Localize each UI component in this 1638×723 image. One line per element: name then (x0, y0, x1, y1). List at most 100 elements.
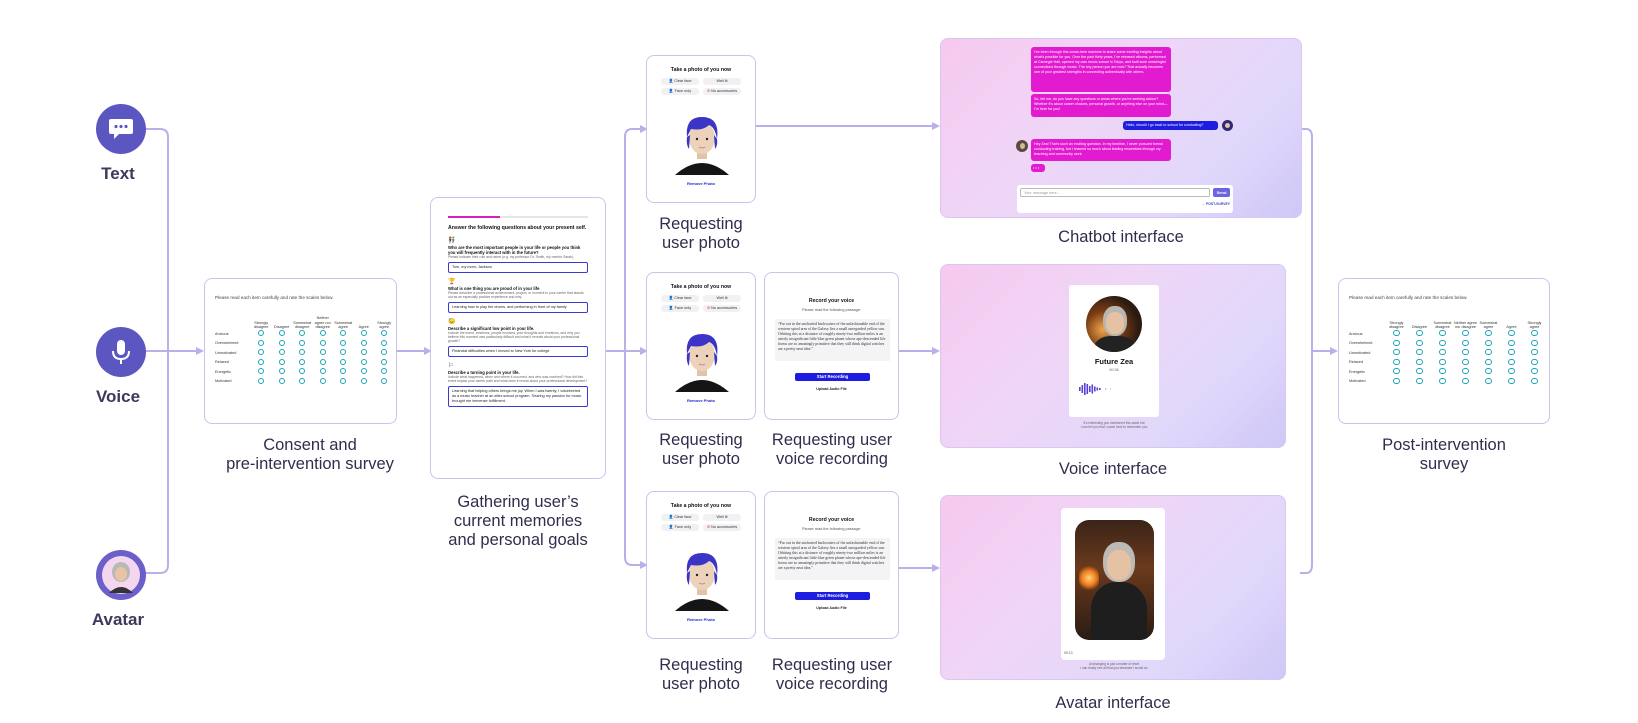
survey-radio[interactable] (1462, 339, 1469, 346)
survey-radio[interactable] (1485, 368, 1492, 375)
survey-radio[interactable] (340, 368, 347, 375)
survey-radio[interactable] (278, 339, 285, 346)
remove-photo-link[interactable]: Remove Photo (686, 617, 715, 622)
survey-radio[interactable] (319, 330, 326, 337)
remove-photo-link[interactable]: Remove Photo (686, 398, 715, 403)
survey-radio[interactable] (1531, 330, 1538, 337)
survey-radio[interactable] (299, 368, 306, 375)
answer-input[interactable]: Learning that helping others brings me j… (448, 386, 588, 407)
survey-radio[interactable] (319, 339, 326, 346)
survey-radio[interactable] (299, 358, 306, 365)
upload-audio-link[interactable]: Upload Audio File (816, 606, 847, 610)
survey-radio[interactable] (381, 349, 388, 356)
survey-radio[interactable] (1416, 339, 1423, 346)
survey-radio[interactable] (319, 349, 326, 356)
survey-radio[interactable] (1531, 377, 1538, 384)
survey-radio[interactable] (1393, 330, 1400, 337)
survey-radio[interactable] (1508, 377, 1515, 384)
answer-input[interactable]: Learning how to play the drums, and perf… (448, 302, 588, 313)
survey-radio[interactable] (381, 368, 388, 375)
remove-photo-link[interactable]: Remove Photo (686, 181, 715, 186)
survey-radio[interactable] (258, 349, 265, 356)
survey-radio[interactable] (1416, 358, 1423, 365)
survey-radio[interactable] (381, 330, 388, 337)
survey-radio[interactable] (1416, 330, 1423, 337)
survey-radio[interactable] (1485, 330, 1492, 337)
survey-radio[interactable] (1508, 349, 1515, 356)
survey-radio[interactable] (1416, 368, 1423, 375)
survey-radio[interactable] (1439, 339, 1446, 346)
survey-radio[interactable] (319, 358, 326, 365)
survey-radio[interactable] (340, 377, 347, 384)
survey-radio[interactable] (278, 330, 285, 337)
survey-radio[interactable] (381, 377, 388, 384)
survey-radio[interactable] (1508, 358, 1515, 365)
survey-radio[interactable] (1393, 377, 1400, 384)
survey-radio[interactable] (319, 377, 326, 384)
survey-radio[interactable] (258, 358, 265, 365)
survey-radio[interactable] (360, 368, 367, 375)
survey-radio[interactable] (360, 330, 367, 337)
survey-radio[interactable] (1439, 377, 1446, 384)
survey-radio[interactable] (360, 377, 367, 384)
survey-radio[interactable] (1393, 349, 1400, 356)
survey-radio[interactable] (299, 349, 306, 356)
survey-radio[interactable] (340, 358, 347, 365)
survey-radio[interactable] (1393, 368, 1400, 375)
survey-radio[interactable] (278, 349, 285, 356)
survey-radio[interactable] (1462, 368, 1469, 375)
survey-radio[interactable] (258, 368, 265, 375)
survey-radio[interactable] (360, 339, 367, 346)
survey-radio[interactable] (1508, 330, 1515, 337)
survey-radio[interactable] (1462, 358, 1469, 365)
survey-radio[interactable] (1393, 358, 1400, 365)
survey-radio[interactable] (1485, 339, 1492, 346)
post-survey-link[interactable]: → POST-SURVEY (1201, 202, 1230, 206)
upload-audio-link[interactable]: Upload Audio File (816, 387, 847, 391)
answer-input[interactable]: Financial difficulties when I moved to N… (448, 346, 588, 357)
survey-radio[interactable] (1462, 330, 1469, 337)
survey-radio[interactable] (1485, 377, 1492, 384)
survey-radio[interactable] (319, 368, 326, 375)
survey-radio[interactable] (1416, 377, 1423, 384)
survey-radio[interactable] (1531, 358, 1538, 365)
survey-radio[interactable] (299, 330, 306, 337)
send-button[interactable]: Send (1213, 188, 1230, 197)
survey-radio[interactable] (381, 358, 388, 365)
survey-radio[interactable] (299, 339, 306, 346)
survey-radio[interactable] (1508, 368, 1515, 375)
survey-radio[interactable] (1531, 349, 1538, 356)
survey-radio[interactable] (1485, 349, 1492, 356)
survey-radio[interactable] (258, 330, 265, 337)
survey-radio[interactable] (340, 330, 347, 337)
survey-radio[interactable] (1439, 358, 1446, 365)
survey-radio[interactable] (278, 368, 285, 375)
survey-radio[interactable] (1439, 330, 1446, 337)
survey-radio[interactable] (381, 339, 388, 346)
survey-radio[interactable] (1416, 349, 1423, 356)
survey-radio[interactable] (278, 358, 285, 365)
survey-radio[interactable] (1508, 339, 1515, 346)
survey-radio[interactable] (360, 358, 367, 365)
start-recording-button[interactable]: Start Recording (795, 373, 870, 381)
survey-radio[interactable] (258, 339, 265, 346)
survey-radio[interactable] (1462, 377, 1469, 384)
survey-radio[interactable] (340, 339, 347, 346)
survey-radio[interactable] (1485, 358, 1492, 365)
survey-radio[interactable] (1439, 349, 1446, 356)
survey-radio[interactable] (1439, 368, 1446, 375)
survey-radio[interactable] (1531, 368, 1538, 375)
survey-radio[interactable] (258, 377, 265, 384)
survey-radio[interactable] (360, 349, 367, 356)
survey-radio[interactable] (1393, 339, 1400, 346)
survey-row-label: Relaxed (215, 360, 229, 365)
survey-radio[interactable] (1462, 349, 1469, 356)
survey-radio[interactable] (278, 377, 285, 384)
start-recording-button[interactable]: Start Recording (795, 592, 870, 600)
chat-input[interactable]: Your message here... (1020, 188, 1210, 197)
no-icon: ⊘ (706, 525, 712, 529)
survey-radio[interactable] (1531, 339, 1538, 346)
survey-radio[interactable] (299, 377, 306, 384)
answer-input[interactable]: Tom, my mom, Jackson (448, 262, 588, 273)
survey-radio[interactable] (340, 349, 347, 356)
